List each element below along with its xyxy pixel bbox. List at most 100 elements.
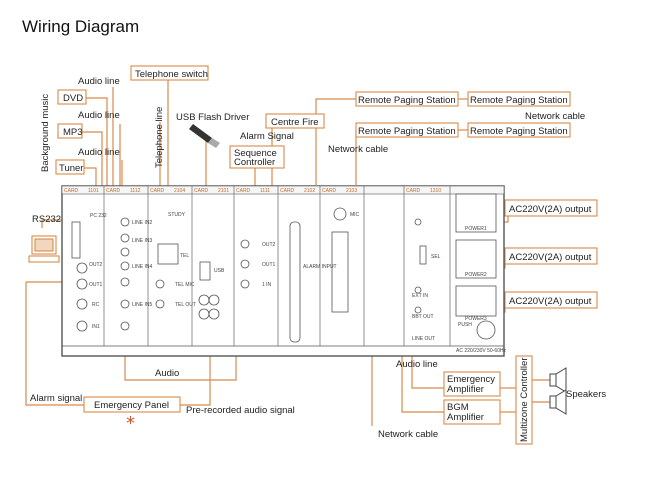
card-label: CARD (64, 188, 79, 194)
multizone-controller-box (515, 355, 533, 445)
network-cable-right-label: Network cable (525, 111, 585, 122)
pc232-port (71, 221, 81, 259)
out2b-text: OUT2 (262, 242, 276, 248)
out2-text: OUT2 (89, 262, 103, 268)
emergency-star-icon: * (126, 413, 135, 434)
tel-text: TEL (180, 253, 189, 259)
alarm-input-text: ALARM INPUT (303, 264, 337, 270)
card-number: 1112 (130, 188, 141, 194)
paging-station-2-label: Remote Paging Station (470, 95, 568, 106)
bgm-amp-label-2: Amplifier (447, 412, 484, 423)
audio-label: Audio (155, 368, 179, 379)
page-title: Wiring Diagram (22, 17, 140, 36)
card-number: 2102 (304, 188, 315, 194)
usb-flash-label: USB Flash Driver (176, 112, 249, 123)
speakers-label: Speakers (566, 389, 606, 400)
in1-text: IN1 (92, 324, 100, 330)
line-in5-text: LINE IN5 (132, 302, 153, 308)
power3-text: POWER3 (465, 316, 487, 322)
centre-fire-label: Centre Fire (271, 117, 319, 128)
sequence-controller-box (229, 145, 285, 169)
bgm-amplifier-box (443, 399, 501, 425)
telephone-line-label: Telephone line (154, 107, 165, 168)
out1-jack (76, 278, 88, 290)
usb-drive-icon (189, 124, 220, 148)
remote-paging-station-1 (355, 91, 459, 107)
card-label: CARD (322, 188, 337, 194)
card-number: 2101 (218, 188, 229, 194)
mp3-box (57, 123, 83, 139)
power2-module (455, 239, 497, 279)
card-label: CARD (194, 188, 209, 194)
emergency-amp-label-1: Emergency (447, 374, 495, 385)
usb-text: USB (214, 268, 225, 274)
network-cable-top-label: Network cable (328, 144, 388, 155)
telephone-switch-label: Telephone switch (135, 69, 208, 80)
out2-jack (76, 262, 88, 274)
audio-line-right-label: Audio line (396, 359, 438, 370)
pc232-text: PC 232 (90, 213, 107, 219)
alarm-input-port (289, 221, 301, 343)
wire-audio-line-right (411, 346, 444, 389)
dvd-box (57, 89, 87, 105)
audio-line-2-label: Audio line (78, 110, 120, 121)
ac-output-3-box (504, 291, 598, 309)
multizone-label: Multizone Controller (519, 358, 530, 442)
card-label: CARD (280, 188, 295, 194)
ac-output-2-box (504, 247, 598, 265)
rc-text: RC (92, 302, 100, 308)
power2-text: POWER2 (465, 272, 487, 278)
rs232-label: RS232 (32, 214, 61, 225)
ext-in-text: EXT IN (412, 293, 428, 299)
mp3-label: MP3 (63, 127, 83, 138)
ac-rating-text: AC 220/230V 50-60Hz (456, 348, 507, 354)
wire-network-top (315, 98, 356, 185)
power1-text: POWER1 (465, 226, 487, 232)
tuner-label: Tuner (59, 163, 83, 174)
audio-line-1-label: Audio line (78, 76, 120, 87)
tel-out-text: TEL OUT (175, 302, 196, 308)
emergency-panel-box (83, 396, 181, 413)
sequence-label-1: Sequence (234, 148, 277, 159)
prerecorded-label: Pre-recorded audio signal (186, 405, 295, 416)
line-in2-text: LINE IN2 (132, 220, 153, 226)
line-out-text: LINE OUT (412, 336, 435, 342)
text-layer: DVD MP3 Tuner Audio line Audio line Audi… (30, 69, 606, 442)
remote-paging-station-3 (355, 122, 459, 138)
tel-port (157, 243, 179, 265)
card-dividers (103, 186, 451, 346)
wire-alarm-signal (25, 282, 84, 406)
power-socket (476, 320, 496, 340)
alarm-signal-label: Alarm signal (30, 393, 82, 404)
power3-module (455, 285, 497, 317)
paging-station-1-label: Remote Paging Station (358, 95, 456, 106)
emergency-amplifier-box (443, 371, 501, 397)
ac-output-2-label: AC220V(2A) output (509, 252, 592, 263)
ac-output-1-label: AC220V(2A) output (509, 204, 592, 215)
rc-jack (76, 298, 88, 310)
card-number: 2103 (346, 188, 357, 194)
tuner-box (55, 159, 85, 175)
alarm-signal-top-label: Alarm Signal (240, 131, 294, 142)
network-ports (331, 231, 349, 313)
line-in4-text: LINE IN4 (132, 264, 153, 270)
network-cable-bottom-label: Network cable (378, 429, 438, 440)
mic-text: MIC (350, 212, 360, 218)
remote-paging-station-4 (467, 122, 571, 138)
card-number: 1310 (430, 188, 441, 194)
bgm-amp-label-1: BGM (447, 402, 469, 413)
power1-module (455, 193, 497, 233)
remote-paging-station-2 (467, 91, 571, 107)
out1-text: OUT1 (89, 282, 103, 288)
in1-jack (76, 320, 88, 332)
sequence-label-2: Controller (234, 157, 275, 168)
paging-station-3-label: Remote Paging Station (358, 126, 456, 137)
card-internals (71, 193, 497, 343)
label-boxes (55, 65, 598, 445)
emergency-panel-label: Emergency Panel (94, 400, 169, 411)
card-label: CARD (406, 188, 421, 194)
push-text: PUSH (458, 322, 472, 328)
audio-line-3-label: Audio line (78, 147, 120, 158)
